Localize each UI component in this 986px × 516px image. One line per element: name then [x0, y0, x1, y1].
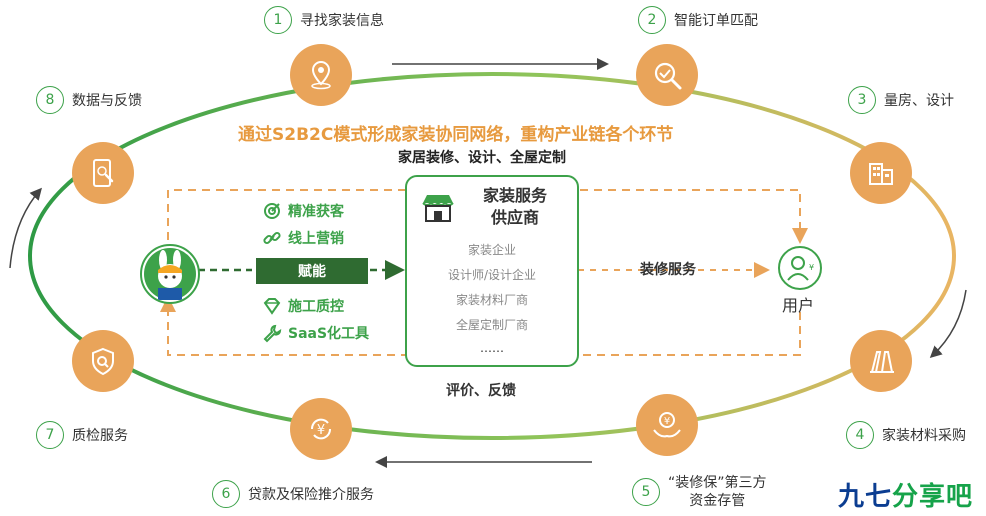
- step-6: 6 贷款及保险推介服务: [212, 480, 374, 508]
- tool-saas-label: SaaS化工具: [288, 326, 370, 342]
- materials-icon: [850, 330, 912, 392]
- wrench-icon: [263, 324, 282, 343]
- link-icon: [263, 231, 281, 245]
- location-pin-icon: [290, 44, 352, 106]
- supplier-title: 家装服务 供应商: [465, 185, 565, 229]
- step-1-number: 1: [264, 6, 292, 34]
- step-1-label: 寻找家装信息: [300, 13, 384, 29]
- step-3: 3 量房、设计: [848, 86, 954, 114]
- step-2: 2 智能订单匹配: [638, 6, 758, 34]
- building-icon: [850, 142, 912, 204]
- tool-marketing-label: 线上营销: [288, 231, 344, 247]
- supplier-item: 设计师/设计企业: [447, 268, 537, 282]
- brand-part1: 九七: [838, 482, 893, 512]
- step-7-number: 7: [36, 421, 64, 449]
- step-1: 1 寻找家装信息: [264, 6, 384, 34]
- step-6-label: 贷款及保险推介服务: [248, 487, 374, 503]
- feedback-label: 评价、反馈: [446, 383, 516, 399]
- user-icon: ¥: [778, 246, 822, 290]
- svg-text:¥: ¥: [664, 416, 670, 427]
- supplier-box: 家装服务 供应商 家装企业 设计师/设计企业 家装材料厂商 全屋定制厂商 ……: [405, 175, 579, 367]
- step-4: 4 家装材料采购: [846, 421, 966, 449]
- headline: 通过S2B2C模式形成家装协同网络，重构产业链各个环节: [238, 125, 674, 145]
- yen-hands-icon: ¥: [636, 394, 698, 456]
- mascot-avatar: [140, 244, 200, 304]
- empower-badge: 赋能: [256, 258, 368, 284]
- step-8-label: 数据与反馈: [72, 93, 142, 109]
- supplier-title-line2: 供应商: [490, 208, 539, 227]
- step-2-label: 智能订单匹配: [674, 13, 758, 29]
- dashed-loop-bottom: [160, 296, 801, 356]
- step-7-label: 质检服务: [72, 428, 128, 444]
- supplier-item: 家装材料厂商: [455, 293, 528, 307]
- tool-saas: SaaS化工具: [262, 323, 369, 343]
- tool-acquire-label: 精准获客: [288, 204, 344, 220]
- step-3-number: 3: [848, 86, 876, 114]
- step-5-label: “装修保”第三方 资金存管: [668, 474, 767, 510]
- step-5-label-line1: “装修保”第三方: [668, 475, 767, 491]
- step-3-label: 量房、设计: [884, 93, 954, 109]
- target-icon: [264, 203, 280, 219]
- tool-acquire: 精准获客: [262, 201, 344, 221]
- svg-text:¥: ¥: [809, 263, 814, 272]
- supplier-item: ……: [480, 341, 504, 355]
- service-label: 装修服务: [640, 262, 696, 278]
- brand-part2: 分享吧: [892, 482, 974, 512]
- step-8: 8 数据与反馈: [36, 86, 142, 114]
- phone-touch-icon: [72, 142, 134, 204]
- magnifier-check-icon: [636, 44, 698, 106]
- process-ring: [28, 72, 956, 440]
- step-5-number: 5: [632, 478, 660, 506]
- tool-quality: 施工质控: [262, 296, 344, 316]
- step-8-number: 8: [36, 86, 64, 114]
- step-7: 7 质检服务: [36, 421, 128, 449]
- diamond-icon: [263, 298, 281, 315]
- step-2-number: 2: [638, 6, 666, 34]
- subline: 家居装修、设计、全屋定制: [398, 150, 566, 166]
- tool-marketing: 线上营销: [262, 228, 344, 248]
- supplier-item: 全屋定制厂商: [455, 318, 528, 332]
- step-4-label: 家装材料采购: [882, 428, 966, 444]
- svg-text:¥: ¥: [317, 423, 325, 438]
- step-6-number: 6: [212, 480, 240, 508]
- flow-arrow-right: [929, 289, 967, 359]
- supplier-item: 家装企业: [467, 243, 516, 257]
- step-4-number: 4: [846, 421, 874, 449]
- flow-arrow-left: [9, 187, 42, 269]
- step-5-label-line2: 资金存管: [689, 493, 746, 509]
- supplier-title-line1: 家装服务: [482, 186, 547, 205]
- shop-icon: [422, 195, 454, 222]
- user-label: 用户: [782, 296, 815, 315]
- quality-shield-icon: [72, 330, 134, 392]
- step-5: 5 “装修保”第三方 资金存管: [632, 474, 767, 510]
- tool-quality-label: 施工质控: [288, 299, 344, 315]
- yen-cycle-icon: ¥: [290, 398, 352, 460]
- brand-watermark: 九七分享吧: [838, 476, 973, 513]
